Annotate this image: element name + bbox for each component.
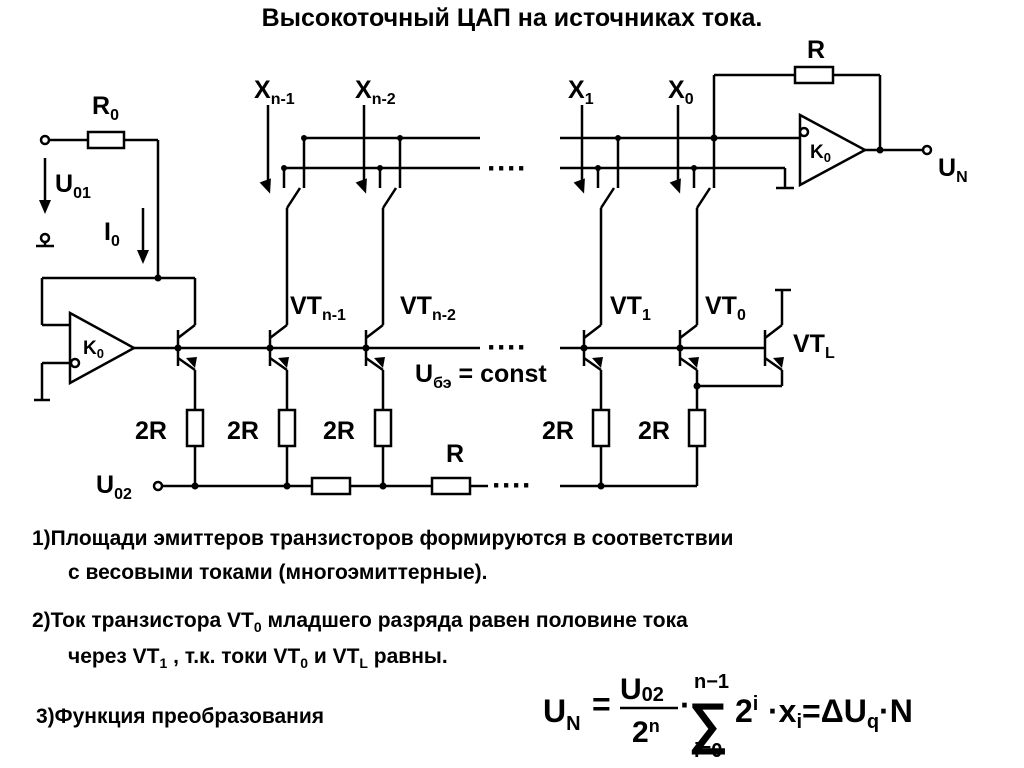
- label-2r-n-1: 2R: [227, 417, 259, 445]
- transistor-vtn-2: [364, 208, 385, 410]
- switch-x0: [676, 105, 716, 209]
- svg-text:·: ·: [680, 687, 691, 723]
- svg-text:∑: ∑: [688, 691, 728, 755]
- label-2r-n-2: 2R: [323, 417, 355, 445]
- svg-text:2n: 2n: [632, 716, 660, 749]
- label-r0: R0: [92, 92, 119, 124]
- label-vt1: VT1: [610, 292, 651, 324]
- label-xn-2: Xn-2: [355, 76, 396, 108]
- label-2r-ref: 2R: [135, 417, 167, 445]
- dots-middle: ····: [487, 331, 527, 364]
- switch-x1: [580, 105, 620, 209]
- label-r-feedback: R: [807, 36, 825, 64]
- label-x0: X0: [668, 76, 694, 108]
- dots-top: ····: [487, 152, 527, 185]
- label-vtn-1: VTn-1: [290, 292, 346, 324]
- note-1-line-1: 1)Площади эмиттеров транзисторов формиру…: [32, 527, 734, 550]
- label-xn-1: Xn-1: [254, 76, 295, 108]
- note-2-line-1: 2)Ток транзистора VT0 младшего разряда р…: [32, 609, 688, 635]
- dac-circuit-diagram: R0 U01 I0 K0 K0 R UN Xn-1 Xn-2 X1 X0 ···…: [34, 36, 968, 503]
- label-vtn-2: VTn-2: [400, 292, 456, 324]
- svg-text:UN: UN: [543, 693, 581, 735]
- label-ube-const: Uбэ = const: [415, 360, 547, 392]
- label-r-ladder: R: [446, 440, 464, 468]
- svg-text:U02: U02: [620, 673, 664, 706]
- label-u02: U02: [96, 471, 132, 503]
- op-amp-right: [798, 112, 868, 188]
- page-title: Высокоточный ЦАП на источниках тока.: [261, 4, 763, 32]
- label-i0: I0: [104, 218, 120, 250]
- label-k0-left: K0: [83, 338, 104, 361]
- dots-bottom: ····: [492, 469, 532, 502]
- transistor-vtl: [697, 288, 791, 388]
- switch-xn-1: [266, 105, 306, 209]
- label-2r-1: 2R: [542, 417, 574, 445]
- svg-text:=: =: [592, 686, 611, 722]
- label-2r-0: 2R: [638, 417, 670, 445]
- un-terminal: [921, 144, 933, 156]
- svg-text:·xi=ΔUq·N: ·xi=ΔUq·N: [768, 693, 913, 733]
- op-amp-left: [68, 310, 137, 386]
- note-2-line-2: через VT1 , т.к. токи VT0 и VTL равны.: [68, 645, 448, 671]
- svg-text:2i: 2i: [735, 693, 758, 729]
- switch-xn-2: [362, 105, 402, 209]
- transistor-vtn-1: [268, 208, 289, 410]
- note-1-line-2: с весовыми токами (многоэмиттерные).: [68, 561, 488, 584]
- label-vtl: VTL: [793, 330, 835, 362]
- svg-text:n−1: n−1: [694, 671, 729, 693]
- svg-text:i=0: i=0: [694, 740, 722, 762]
- note-3: 3)Функция преобразования: [36, 705, 325, 728]
- label-x1: X1: [568, 76, 594, 108]
- label-u01: U01: [55, 170, 91, 202]
- label-k0-right: K0: [810, 142, 831, 165]
- label-vt0: VT0: [705, 292, 746, 324]
- label-un: UN: [938, 154, 968, 186]
